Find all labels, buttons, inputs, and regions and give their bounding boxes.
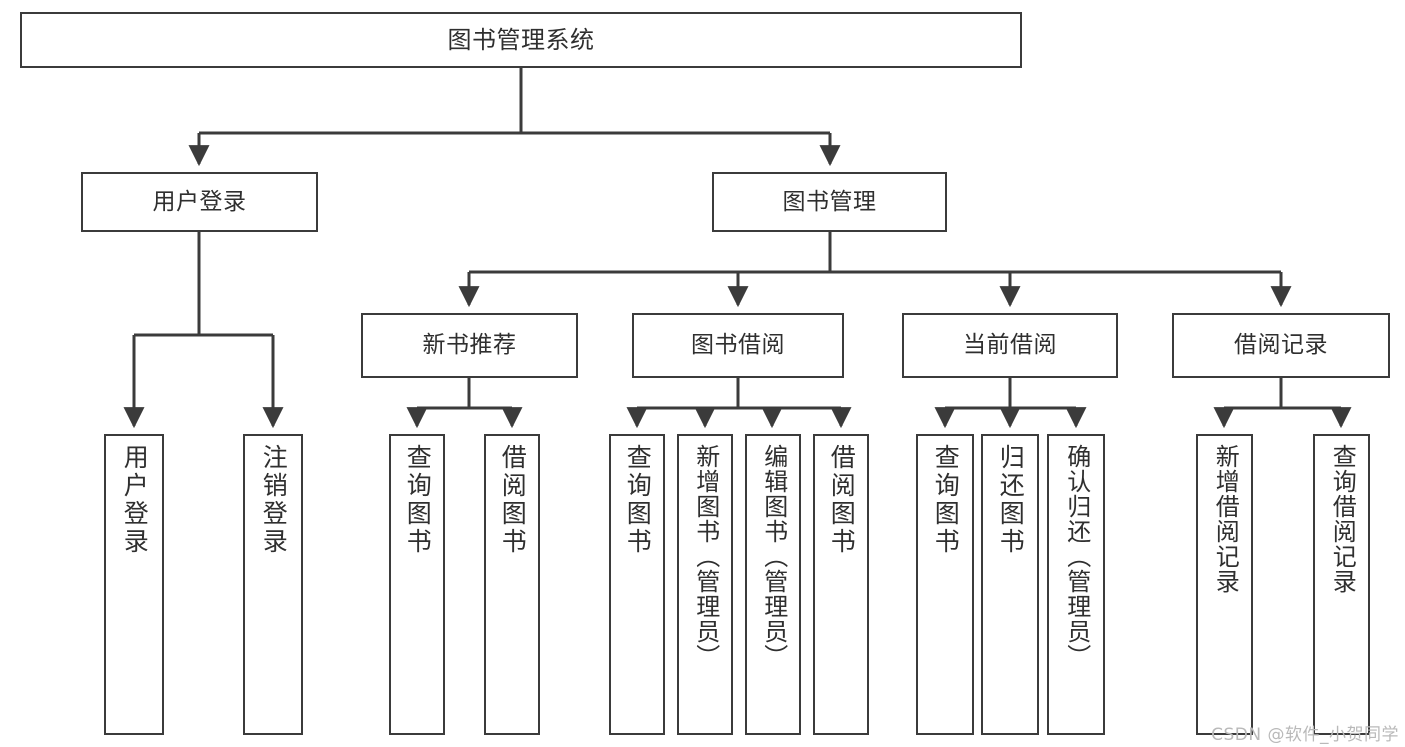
- leaf-newbook-borrow-book-label: 借阅图书: [498, 444, 528, 556]
- leaf-record-add-record-label: 新增借阅记录: [1211, 444, 1240, 594]
- node-book-borrow-label: 图书借阅: [691, 332, 785, 358]
- leaf-borrow-edit-book-admin-label: 编辑图书（管理员）: [759, 444, 788, 669]
- node-current-borrow[interactable]: 当前借阅: [902, 313, 1118, 378]
- leaf-user-logout-label: 注销登录: [259, 444, 289, 556]
- node-new-book-recommend[interactable]: 新书推荐: [361, 313, 578, 378]
- leaf-borrow-query-book-label: 查询图书: [623, 444, 653, 556]
- leaf-record-query-record-label: 查询借阅记录: [1328, 444, 1357, 594]
- leaf-borrow-add-book-admin[interactable]: 新增图书（管理员）: [677, 434, 733, 735]
- leaf-record-add-record[interactable]: 新增借阅记录: [1196, 434, 1253, 735]
- node-user-login-label: 用户登录: [152, 188, 247, 215]
- node-new-book-recommend-label: 新书推荐: [422, 332, 517, 358]
- leaf-current-return-book[interactable]: 归还图书: [981, 434, 1039, 735]
- leaf-newbook-query-book-label: 查询图书: [403, 444, 433, 556]
- leaf-newbook-query-book[interactable]: 查询图书: [389, 434, 445, 735]
- node-book-borrow[interactable]: 图书借阅: [632, 313, 844, 378]
- leaf-current-confirm-return-admin[interactable]: 确认归还（管理员）: [1047, 434, 1105, 735]
- node-root-label: 图书管理系统: [447, 26, 595, 54]
- node-current-borrow-label: 当前借阅: [963, 332, 1057, 358]
- node-root[interactable]: 图书管理系统: [20, 12, 1022, 68]
- leaf-record-query-record[interactable]: 查询借阅记录: [1313, 434, 1370, 735]
- leaf-borrow-edit-book-admin[interactable]: 编辑图书（管理员）: [745, 434, 801, 735]
- node-borrow-record-label: 借阅记录: [1234, 332, 1328, 358]
- node-user-login[interactable]: 用户登录: [81, 172, 318, 232]
- leaf-borrow-borrow-book[interactable]: 借阅图书: [813, 434, 869, 735]
- leaf-user-login[interactable]: 用户登录: [104, 434, 164, 735]
- node-borrow-record[interactable]: 借阅记录: [1172, 313, 1390, 378]
- leaf-current-confirm-return-admin-label: 确认归还（管理员）: [1062, 444, 1091, 669]
- leaf-current-return-book-label: 归还图书: [996, 444, 1026, 556]
- node-book-management-label: 图书管理: [782, 188, 877, 215]
- leaf-user-logout[interactable]: 注销登录: [243, 434, 303, 735]
- watermark: CSDN @软件_小贺同学: [1211, 725, 1399, 745]
- node-book-management[interactable]: 图书管理: [712, 172, 947, 232]
- leaf-current-query-book-label: 查询图书: [931, 444, 961, 556]
- leaf-user-login-label: 用户登录: [120, 444, 150, 556]
- leaf-borrow-add-book-admin-label: 新增图书（管理员）: [691, 444, 720, 669]
- leaf-current-query-book[interactable]: 查询图书: [916, 434, 974, 735]
- leaf-newbook-borrow-book[interactable]: 借阅图书: [484, 434, 540, 735]
- leaf-borrow-borrow-book-label: 借阅图书: [827, 444, 857, 556]
- leaf-borrow-query-book[interactable]: 查询图书: [609, 434, 665, 735]
